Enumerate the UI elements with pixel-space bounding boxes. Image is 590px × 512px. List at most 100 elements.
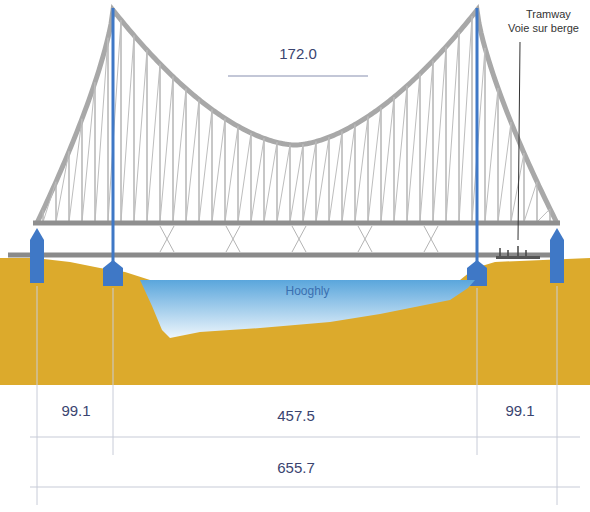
truss-diagonal bbox=[316, 137, 329, 222]
truss-post bbox=[185, 89, 187, 222]
truss-diagonal bbox=[394, 86, 407, 222]
truss-post bbox=[497, 88, 499, 222]
truss-post bbox=[432, 61, 434, 222]
truss-post bbox=[445, 47, 447, 222]
truss-post bbox=[471, 16, 473, 222]
tram-track bbox=[496, 256, 540, 259]
cross-brace bbox=[358, 226, 372, 252]
truss-post bbox=[94, 82, 96, 222]
truss-post bbox=[510, 122, 512, 222]
truss-post bbox=[263, 138, 265, 222]
truss-diagonal bbox=[212, 118, 225, 222]
truss-diagonal bbox=[420, 61, 433, 222]
truss-post bbox=[315, 142, 317, 222]
cross-brace bbox=[292, 226, 306, 252]
truss-post bbox=[237, 126, 239, 222]
truss-post bbox=[354, 125, 356, 222]
truss-post bbox=[55, 182, 57, 222]
truss-diagonal bbox=[368, 107, 381, 222]
truss-post bbox=[341, 131, 343, 222]
truss-post bbox=[120, 20, 122, 222]
truss-diagonal bbox=[433, 47, 446, 222]
truss-diagonal bbox=[121, 35, 134, 222]
cross-brace bbox=[160, 226, 174, 252]
truss-post bbox=[406, 86, 408, 222]
truss-diagonal bbox=[160, 77, 173, 222]
tram-posts bbox=[500, 246, 526, 256]
truss-diagonal bbox=[264, 142, 277, 222]
truss-diagonal bbox=[446, 32, 459, 222]
tower-base bbox=[103, 260, 123, 286]
anchor-pier bbox=[30, 228, 44, 283]
cross-brace bbox=[226, 226, 240, 252]
truss-post bbox=[328, 137, 330, 222]
truss-post bbox=[81, 119, 83, 222]
truss-diagonal bbox=[134, 50, 147, 222]
truss-post bbox=[419, 74, 421, 222]
callout-label: Voie sur berge bbox=[508, 22, 579, 34]
truss-post bbox=[536, 182, 538, 222]
ground bbox=[0, 258, 590, 385]
truss-diagonal bbox=[303, 142, 316, 222]
truss-diagonal bbox=[56, 151, 69, 222]
leader-line bbox=[518, 42, 520, 240]
truss-post bbox=[159, 64, 161, 222]
truss-diagonal bbox=[95, 38, 108, 222]
truss-diagonal bbox=[173, 89, 186, 222]
truss-post bbox=[289, 145, 291, 222]
dimension-label: 457.5 bbox=[277, 408, 315, 425]
truss-post bbox=[250, 133, 252, 222]
truss-diagonal bbox=[459, 16, 472, 222]
truss-diagonal bbox=[225, 126, 238, 222]
truss-diagonal bbox=[238, 133, 251, 222]
dimension-line bbox=[30, 436, 580, 437]
truss-post bbox=[523, 153, 525, 222]
tower bbox=[112, 8, 115, 266]
truss-diagonal bbox=[381, 97, 394, 222]
truss-post bbox=[393, 97, 395, 222]
truss-diagonal bbox=[342, 125, 355, 222]
dimension-label: 99.1 bbox=[61, 403, 90, 420]
callout-label: Tramway bbox=[526, 8, 571, 20]
truss-diagonal bbox=[277, 145, 290, 222]
truss-post bbox=[107, 38, 109, 222]
truss-post bbox=[133, 35, 135, 222]
truss-post bbox=[276, 142, 278, 222]
cross-brace bbox=[424, 226, 438, 252]
truss-diagonal bbox=[407, 74, 420, 222]
truss-diagonal bbox=[290, 144, 303, 222]
river: Hooghly bbox=[140, 278, 475, 342]
truss-diagonal bbox=[498, 122, 511, 222]
truss-post bbox=[68, 151, 70, 222]
dimension-label: 655.7 bbox=[277, 460, 315, 477]
dimension-label: 99.1 bbox=[505, 403, 534, 420]
truss-post bbox=[198, 99, 200, 222]
truss-post bbox=[549, 209, 551, 222]
truss-diagonal bbox=[82, 82, 95, 222]
truss-diagonal bbox=[43, 182, 56, 222]
truss-diagonal bbox=[524, 182, 537, 222]
truss-diagonal bbox=[199, 109, 212, 222]
truss-diagonal bbox=[485, 88, 498, 222]
truss-diagonal bbox=[251, 138, 264, 222]
dimension-label: 172.0 bbox=[279, 46, 317, 63]
truss-post bbox=[146, 50, 148, 222]
truss-post bbox=[367, 116, 369, 222]
truss-post bbox=[172, 77, 174, 222]
dimension-line bbox=[30, 486, 580, 487]
anchor-pier bbox=[550, 228, 564, 283]
river-name: Hooghly bbox=[140, 278, 475, 298]
truss-post bbox=[484, 48, 486, 222]
truss-post bbox=[211, 109, 213, 222]
truss-diagonal bbox=[537, 209, 550, 222]
truss-post bbox=[302, 144, 304, 222]
truss-diagonal bbox=[147, 64, 160, 222]
tower bbox=[476, 8, 479, 266]
truss-post bbox=[380, 107, 382, 222]
truss-diagonal bbox=[329, 131, 342, 222]
truss-post bbox=[224, 118, 226, 222]
truss-diagonal bbox=[511, 153, 524, 222]
truss-diagonal bbox=[355, 116, 368, 222]
